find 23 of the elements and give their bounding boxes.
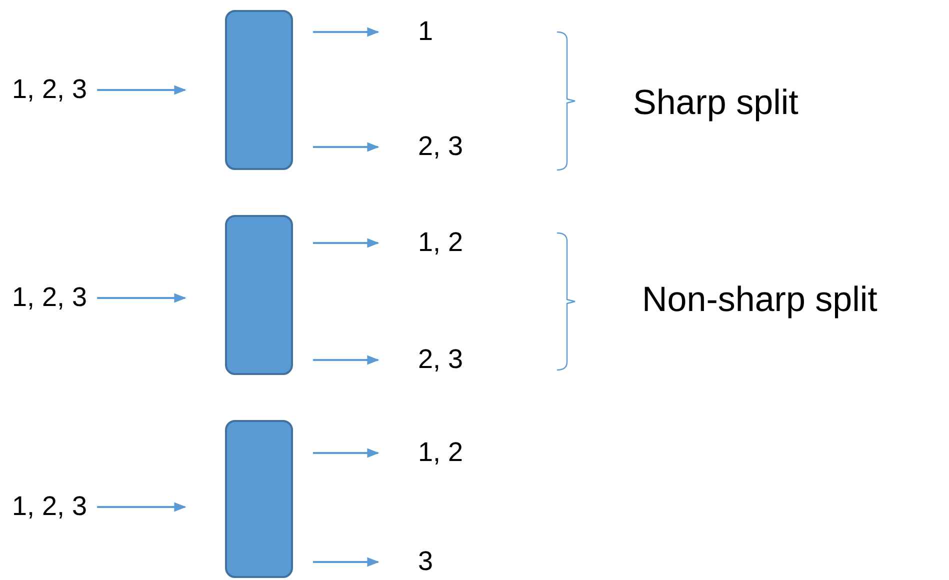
arrow xyxy=(313,557,380,567)
arrow xyxy=(313,448,380,458)
stream-label: 1, 2 xyxy=(418,438,464,468)
arrow xyxy=(313,355,380,365)
arrow xyxy=(313,142,380,152)
separator-column xyxy=(225,10,293,170)
arrow xyxy=(97,85,186,95)
stream-label: 3 xyxy=(418,547,434,577)
separator-column xyxy=(225,215,293,375)
split-label: Non-sharp split xyxy=(642,280,878,320)
stream-label: 2, 3 xyxy=(418,345,464,375)
separator-column xyxy=(225,420,293,578)
stream-label: 2, 3 xyxy=(418,132,464,162)
arrow xyxy=(313,238,380,248)
arrow xyxy=(97,293,186,303)
stream-label: 1 xyxy=(418,17,434,47)
stream-label: 1, 2, 3 xyxy=(12,492,88,522)
split-label: Sharp split xyxy=(633,84,798,122)
arrow xyxy=(313,27,380,37)
arrow xyxy=(97,502,186,512)
stream-label: 1, 2, 3 xyxy=(12,283,88,313)
stream-label: 1, 2 xyxy=(418,228,464,258)
stream-label: 1, 2, 3 xyxy=(12,75,88,105)
